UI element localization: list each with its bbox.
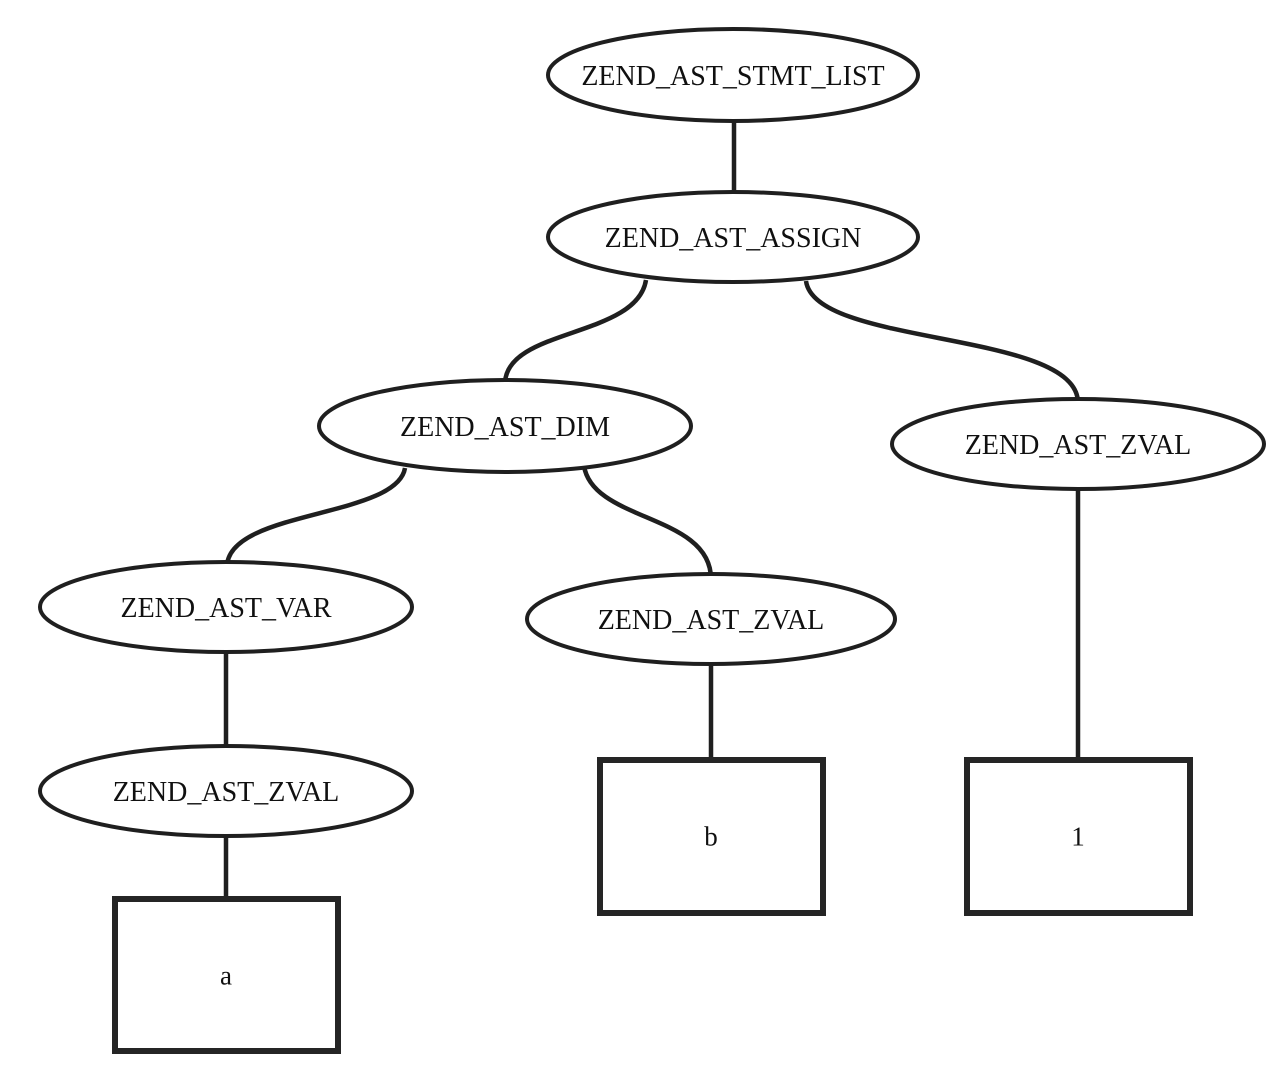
- node-assign-label: ZEND_AST_ASSIGN: [605, 223, 862, 254]
- node-zval-left-label: ZEND_AST_ZVAL: [113, 777, 340, 808]
- leaf-a-box: [112, 896, 341, 1054]
- leaf-a: a: [112, 896, 341, 1054]
- node-stmt-list: ZEND_AST_STMT_LIST: [546, 27, 920, 123]
- leaf-b: b: [597, 757, 826, 916]
- node-var-ellipse: [38, 560, 414, 654]
- edge-assign-to-dim: [502, 279, 649, 385]
- edge-dim-to-var: [224, 467, 408, 568]
- node-zval-right: ZEND_AST_ZVAL: [890, 397, 1266, 491]
- node-zval-mid-ellipse: [525, 572, 897, 666]
- edge-assign-to-zval-right: [803, 280, 1081, 404]
- node-stmt-list-label: ZEND_AST_STMT_LIST: [581, 61, 884, 92]
- node-zval-mid-label: ZEND_AST_ZVAL: [598, 605, 825, 636]
- node-zval-left-ellipse: [38, 744, 414, 838]
- node-dim-label: ZEND_AST_DIM: [400, 412, 610, 443]
- node-dim: ZEND_AST_DIM: [317, 378, 693, 474]
- leaf-1-label: 1: [1071, 821, 1085, 851]
- node-assign: ZEND_AST_ASSIGN: [546, 190, 920, 284]
- leaf-b-box: [597, 757, 826, 916]
- node-dim-ellipse: [317, 378, 693, 474]
- leaf-1-box: [964, 757, 1193, 916]
- node-var: ZEND_AST_VAR: [38, 560, 414, 654]
- leaf-b-label: b: [704, 821, 718, 851]
- node-zval-mid: ZEND_AST_ZVAL: [525, 572, 897, 666]
- node-zval-left: ZEND_AST_ZVAL: [38, 744, 414, 838]
- leaf-1: 1: [964, 757, 1193, 916]
- node-zval-right-label: ZEND_AST_ZVAL: [965, 430, 1192, 461]
- node-assign-ellipse: [546, 190, 920, 284]
- leaf-a-label: a: [220, 960, 232, 990]
- edge-dim-to-zval-mid: [581, 465, 714, 580]
- node-stmt-list-ellipse: [546, 27, 920, 123]
- node-zval-right-ellipse: [890, 397, 1266, 491]
- node-var-label: ZEND_AST_VAR: [120, 593, 331, 624]
